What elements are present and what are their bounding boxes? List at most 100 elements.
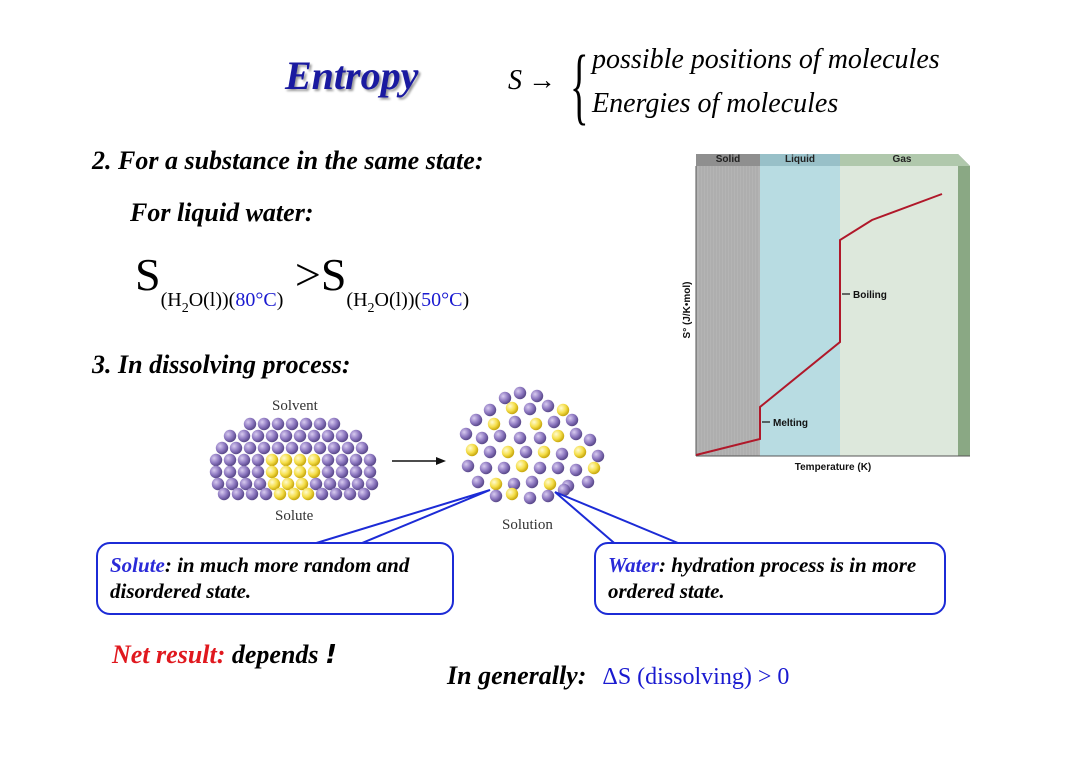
solvent-molecule [513,386,527,400]
solvent-molecule [239,477,253,491]
solvent-molecule [349,453,363,467]
region-label-liquid: Liquid [785,154,815,165]
solvent-molecule [581,475,595,489]
solute-molecule [281,477,295,491]
solvent-molecule [321,453,335,467]
gas-region-edge [958,166,970,456]
solvent-molecule [343,487,357,501]
brace-icon: { [570,37,589,133]
solvent-molecule [217,487,231,501]
solvent-molecule [299,417,313,431]
solute-molecule [529,417,543,431]
solvent-label: Solvent [272,398,318,414]
solvent-molecule [335,453,349,467]
liquid-region [760,166,840,456]
solute-molecule [537,445,551,459]
solvent-molecule [329,487,343,501]
solvent-molecule [493,429,507,443]
solute-molecule [465,443,479,457]
solvent-molecule [349,465,363,479]
solvent-molecule [357,487,371,501]
page-title: Entropy [285,53,419,98]
solute-molecule [273,487,287,501]
entropy-symbol: S→ [508,65,556,96]
solvent-molecule [555,447,569,461]
solvent-molecule [459,427,473,441]
solvent-molecule [475,431,489,445]
solvent-molecule [341,441,355,455]
solvent-molecule [461,459,475,473]
solvent-molecule [497,461,511,475]
solvent-molecule [508,415,522,429]
solute-callout: Solute: in much more random and disorder… [96,542,454,615]
solid-region [696,166,760,456]
x-axis-label: Temperature (K) [795,462,872,473]
solvent-molecule [541,399,555,413]
solvent-molecule [209,465,223,479]
solvent-molecule [507,477,521,491]
solvent-molecule [223,429,237,443]
solute-molecule [287,487,301,501]
solvent-molecule [211,477,225,491]
solvent-molecule [557,483,571,497]
solvent-molecule [533,431,547,445]
solvent-molecule [215,441,229,455]
solvent-molecule [265,429,279,443]
solvent-molecule [363,453,377,467]
water-callout: Water: hydration process is in more orde… [594,542,946,615]
solvent-molecule [243,417,257,431]
solvent-molecule [335,465,349,479]
solvent-molecule [209,453,223,467]
solvent-molecule [293,429,307,443]
solvent-molecule [355,441,369,455]
solvent-molecule [365,477,379,491]
solvent-molecule [223,465,237,479]
section2-heading: 2. For a substance in the same state: [92,146,484,175]
solvent-molecule [471,475,485,489]
solution-cluster [459,386,605,505]
solvent-molecule [591,449,605,463]
section3-heading: 3. In dissolving process: [92,350,351,379]
solvent-molecule [551,461,565,475]
solvent-molecule [309,477,323,491]
solvent-molecule [237,453,251,467]
solute-molecule [573,445,587,459]
solute-molecule [515,459,529,473]
solvent-molecule [541,489,555,503]
solvent-molecule [523,402,537,416]
solvent-molecule [479,461,493,475]
solvent-molecule [489,489,503,503]
entropy-item-positions: possible positions of molecules [592,44,940,75]
solvent-molecule [530,389,544,403]
solute-molecule [267,477,281,491]
solvent-molecule [279,429,293,443]
solvent-molecule [237,429,251,443]
solute-molecule [551,429,565,443]
region-label-solid: Solid [716,154,740,165]
solute-molecule [293,465,307,479]
annotation-boiling: Boiling [853,290,887,301]
solvent-molecule [569,427,583,441]
solute-molecule [505,487,519,501]
region-label-gas: Gas [893,154,912,165]
solvent-molecule [245,487,259,501]
solute-molecule [487,417,501,431]
in-generally: In generally:ΔS (dissolving) > 0 [447,661,790,690]
solvent-molecule [569,463,583,477]
solute-molecule [279,453,293,467]
solvent-molecule [243,441,257,455]
solvent-molecule [225,477,239,491]
solute-molecule [556,403,570,417]
solvent-molecule [323,477,337,491]
solvent-molecule [525,475,539,489]
solvent-molecule [231,487,245,501]
solvent-molecule [315,487,329,501]
y-axis-label: S° (J/K•mol) [682,282,693,339]
solvent-molecule [327,417,341,431]
solvent-molecule [251,465,265,479]
solution-label: Solution [502,517,553,533]
solute-molecule [293,453,307,467]
solvent-molecule [285,417,299,431]
solute-molecule [489,477,503,491]
